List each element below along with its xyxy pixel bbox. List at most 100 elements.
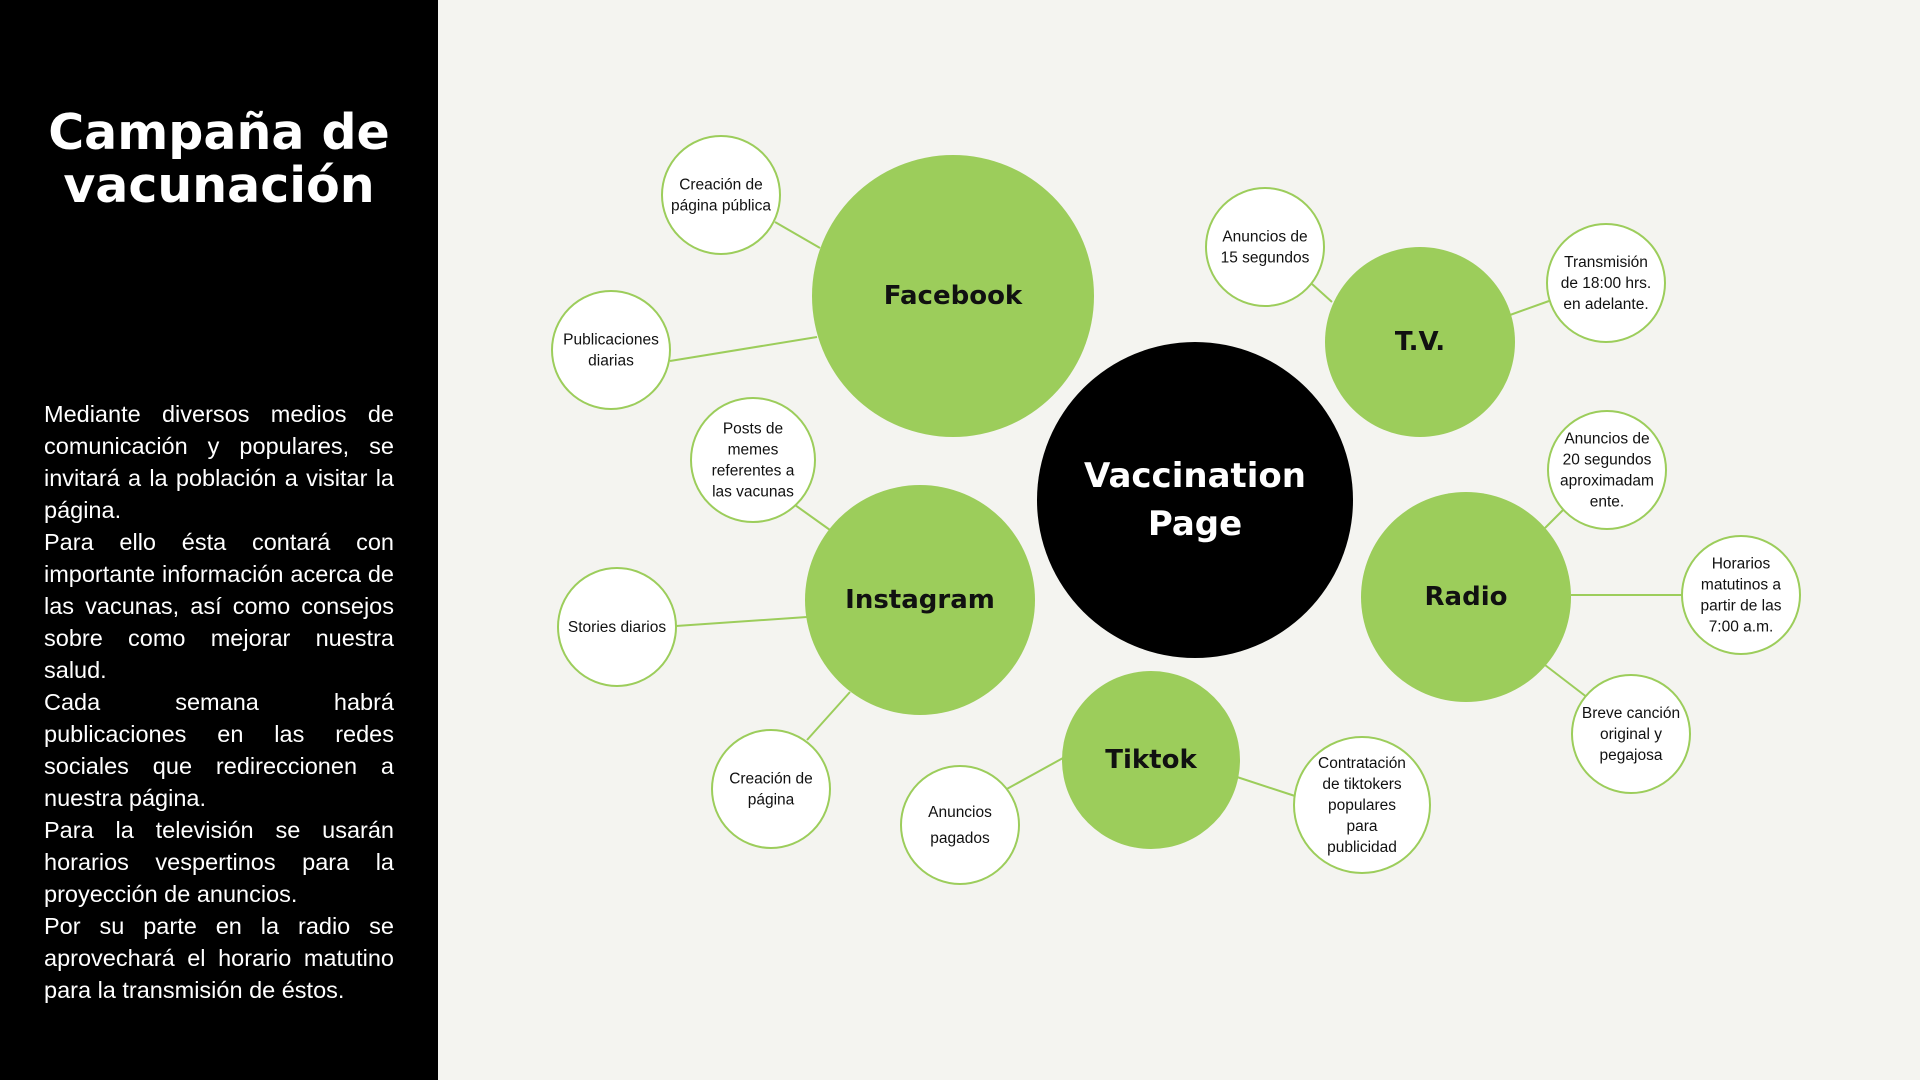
node-label: Anuncios de 20 segundos aproximadam ente. [1560,430,1654,510]
node-instagram: Instagram [805,485,1035,715]
node-anuncios-20: Anuncios de 20 segundos aproximadam ente. [1547,410,1667,530]
node-label-line: memes [728,441,779,458]
node-circle [1546,223,1666,343]
node-label-line: ente. [1590,493,1624,510]
node-radio: Radio [1361,492,1571,702]
node-label-line: de tiktokers [1322,776,1402,793]
node-label-line: Vaccination [1084,456,1306,496]
node-label-line: aproximadam [1560,472,1654,489]
node-label-line: Tiktok [1105,745,1197,775]
connector-line [794,504,831,531]
sidebar: Campaña de vacunación Mediante diversos … [0,0,438,1080]
campaign-description: Mediante diversos medios de comunicación… [44,398,394,1006]
node-label: Stories diarios [568,619,666,636]
node-creacion-pagina: Creación de página [711,729,831,849]
node-tiktok: Tiktok [1062,671,1240,849]
connector-line [1544,509,1564,529]
node-label-line: referentes a [712,462,795,479]
node-circle [1205,187,1325,307]
node-label-line: Transmisión [1564,254,1648,271]
node-circle [1571,674,1691,794]
node-label-line: Facebook [884,281,1023,311]
node-label-line: publicidad [1327,839,1397,856]
node-label-line: Page [1148,504,1242,544]
node-circle [551,290,671,410]
description-paragraph: Cada semana habrá publicaciones en las r… [44,689,394,811]
node-label: Publicaciones diarias [563,331,659,369]
node-label-line: original y [1600,726,1662,743]
connector-line [1236,776,1296,797]
node-label-line: Stories diarios [568,619,666,636]
node-circle [1547,410,1667,530]
node-label: Breve canción original y pegajosa [1582,705,1680,764]
node-anuncios-pagados: Anuncios pagados [900,765,1020,885]
node-circle [1681,535,1801,655]
node-label: Instagram [845,585,995,615]
node-label-line: las vacunas [712,483,794,500]
connector-line [806,691,851,741]
node-contratacion-tiktokers: Contratación de tiktokers populares para pub… [1293,736,1431,874]
node-label-line: populares [1328,797,1396,814]
node-label-line: Contratación [1318,755,1406,772]
node-label-line: partir de las [1701,597,1782,614]
node-label-line: 7:00 a.m. [1709,618,1774,635]
node-circle [711,729,831,849]
connector-line [1311,283,1333,303]
node-label-line: diarias [588,352,634,369]
node-label-line: Creación de [729,770,813,787]
page-title: Campaña de vacunación [48,104,390,214]
connector-line [1544,664,1589,699]
description-paragraph: Para la televisión se usarán horarios ve… [44,817,394,907]
node-label: Contratación de tiktokers populares para pub… [1318,755,1406,856]
node-label-line: Breve canción [1582,705,1680,722]
node-label: Radio [1425,582,1508,612]
node-label-line: Horarios [1712,555,1771,572]
description-paragraph: Mediante diversos medios de comunicación… [44,401,394,523]
connector-line [774,221,821,249]
node-label: Transmisión de 18:00 hrs. en adelante. [1561,254,1651,313]
node-publicaciones-diarias: Publicaciones diarias [551,290,671,410]
description-paragraph: Por su parte en la radio se aprovechará … [44,913,394,1003]
node-circle [805,485,1035,715]
connector-line [1509,300,1550,316]
node-circle [690,397,816,523]
node-label-line: Anuncios [928,804,992,821]
node-label: Anuncios de 15 segundos [1221,228,1310,266]
node-anuncios-15: Anuncios de 15 segundos [1205,187,1325,307]
node-transmision-18: Transmisión de 18:00 hrs. en adelante. [1546,223,1666,343]
node-label-line: 15 segundos [1221,249,1310,266]
node-circle [900,765,1020,885]
node-label-line: matutinos a [1701,576,1782,593]
node-label-line: Instagram [845,585,995,615]
node-label: Tiktok [1105,745,1197,775]
node-label: T.V. [1395,327,1445,357]
node-stories-diarios: Stories diarios [557,567,677,687]
node-label-line: T.V. [1395,327,1445,357]
node-label: Horarios matutinos a partir de las 7:00 a.m… [1701,555,1782,635]
node-label-line: pagados [930,830,990,847]
node-label-line: pegajosa [1600,747,1663,764]
node-label-line: para [1346,818,1377,835]
node-label-line: página [748,791,795,808]
connector-line [675,616,808,627]
node-circle [1361,492,1571,702]
node-label-line: Anuncios de [1564,430,1649,447]
node-horarios-matutinos: Horarios matutinos a partir de las 7:00 a.m… [1681,535,1801,655]
node-tv: T.V. [1325,247,1515,437]
node-label-line: 20 segundos [1563,451,1652,468]
node-label-line: Publicaciones [563,331,659,348]
node-circle [661,135,781,255]
node-label-line: Anuncios de [1222,228,1307,245]
node-circle [1325,247,1515,437]
connector-line [669,336,818,362]
node-circle [1062,671,1240,849]
connector-line [1004,757,1064,791]
node-label-line: Radio [1425,582,1508,612]
node-label-line: en adelante. [1563,296,1648,313]
node-label-line: de 18:00 hrs. [1561,275,1651,292]
